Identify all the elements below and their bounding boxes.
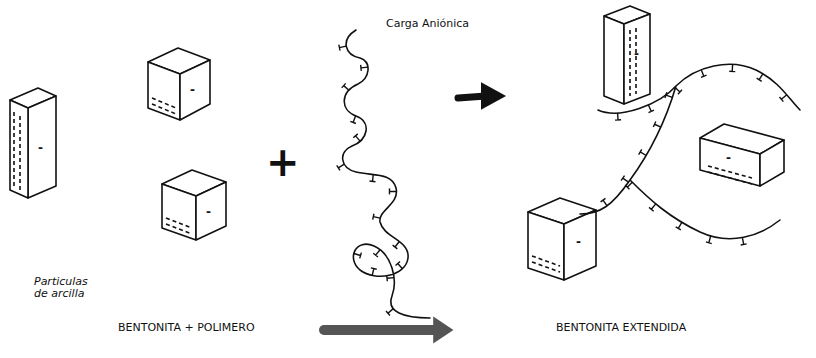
charge-tick bbox=[386, 309, 393, 316]
charge-tick bbox=[389, 188, 396, 194]
charge-tick bbox=[601, 198, 608, 205]
charge-tick bbox=[621, 176, 628, 182]
charge-tick bbox=[339, 45, 346, 51]
charge-tick bbox=[779, 95, 786, 102]
charge-tick bbox=[342, 83, 349, 90]
charge-tick bbox=[625, 182, 632, 189]
charge-tick bbox=[639, 149, 647, 155]
charge-tick bbox=[361, 65, 368, 71]
charge-tick bbox=[615, 113, 621, 120]
charge-tick bbox=[393, 241, 400, 248]
charge-tick bbox=[369, 174, 375, 181]
charge-tick bbox=[676, 222, 682, 230]
charge-tick bbox=[373, 214, 380, 220]
clay-particle bbox=[10, 88, 56, 198]
charge-tick bbox=[741, 238, 747, 245]
clay-particle bbox=[604, 6, 650, 104]
clay-particle bbox=[148, 48, 210, 120]
charge-tick bbox=[371, 268, 377, 275]
clay-particle bbox=[700, 124, 784, 186]
plus-sign: + bbox=[266, 140, 300, 184]
charge-sign: - bbox=[634, 48, 639, 61]
charge-sign: - bbox=[726, 152, 731, 165]
blurred-arrow bbox=[324, 325, 436, 335]
charge-tick bbox=[648, 105, 654, 113]
polymer-chain bbox=[343, 30, 430, 318]
charge-tick bbox=[337, 164, 345, 170]
charge-tick bbox=[353, 134, 360, 141]
clay-particle bbox=[162, 170, 226, 240]
polymer-chain bbox=[580, 64, 800, 238]
caption-label: Particulas de arcilla bbox=[34, 276, 104, 300]
caption-label: BENTONITA + POLIMERO bbox=[118, 322, 255, 334]
charge-sign: - bbox=[190, 84, 195, 97]
charge-tick bbox=[665, 92, 673, 98]
arrow-head bbox=[482, 84, 504, 108]
charge-tick bbox=[354, 253, 362, 259]
caption-label: BENTONITA EXTENDIDA bbox=[556, 322, 686, 334]
charge-tick bbox=[675, 87, 682, 94]
charge-tick bbox=[373, 250, 380, 257]
charge-sign: - bbox=[206, 206, 211, 219]
charge-tick bbox=[649, 204, 656, 211]
charge-tick bbox=[387, 275, 394, 281]
charge-sign: - bbox=[576, 236, 581, 249]
charge-tick bbox=[729, 64, 735, 71]
charge-tick bbox=[757, 74, 763, 82]
charge-tick bbox=[396, 261, 403, 268]
charge-tick bbox=[653, 122, 661, 128]
charge-sign: - bbox=[38, 142, 43, 155]
charge-label: Carga Aniónica bbox=[386, 18, 469, 30]
charge-tick bbox=[701, 70, 707, 78]
blurred-arrow-head bbox=[434, 318, 452, 342]
charge-tick bbox=[706, 236, 712, 244]
clay-particle bbox=[528, 198, 596, 280]
charge-tick bbox=[350, 116, 356, 124]
